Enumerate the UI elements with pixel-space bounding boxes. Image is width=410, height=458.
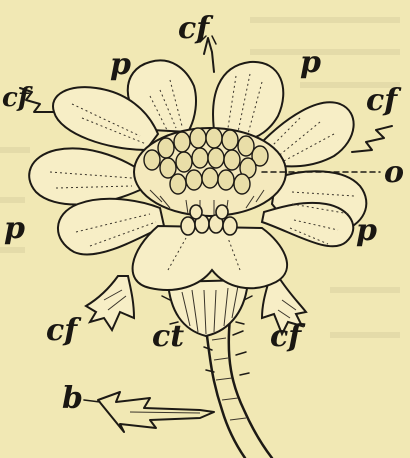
calyx-fringe-left	[86, 276, 134, 330]
label-cf-upper-left: cf	[2, 83, 33, 113]
label-p-top-left: p	[110, 47, 131, 82]
calyx-fringe-upper-right	[352, 126, 392, 152]
label-cf-lower-right: cf	[270, 319, 306, 354]
label-p-left: p	[4, 211, 25, 246]
label-p-top-right: p	[300, 45, 321, 80]
label-cf-top: cf	[178, 11, 214, 46]
label-ct: ct	[152, 319, 184, 354]
petal-left	[29, 148, 140, 204]
stem	[204, 318, 272, 458]
label-o: o	[384, 155, 404, 190]
label-p-right: p	[356, 213, 377, 248]
bract	[98, 392, 214, 432]
label-cf-upper-right: cf	[366, 83, 402, 118]
label-b: b	[62, 381, 83, 416]
label-cf-lower-left: cf	[46, 313, 82, 348]
